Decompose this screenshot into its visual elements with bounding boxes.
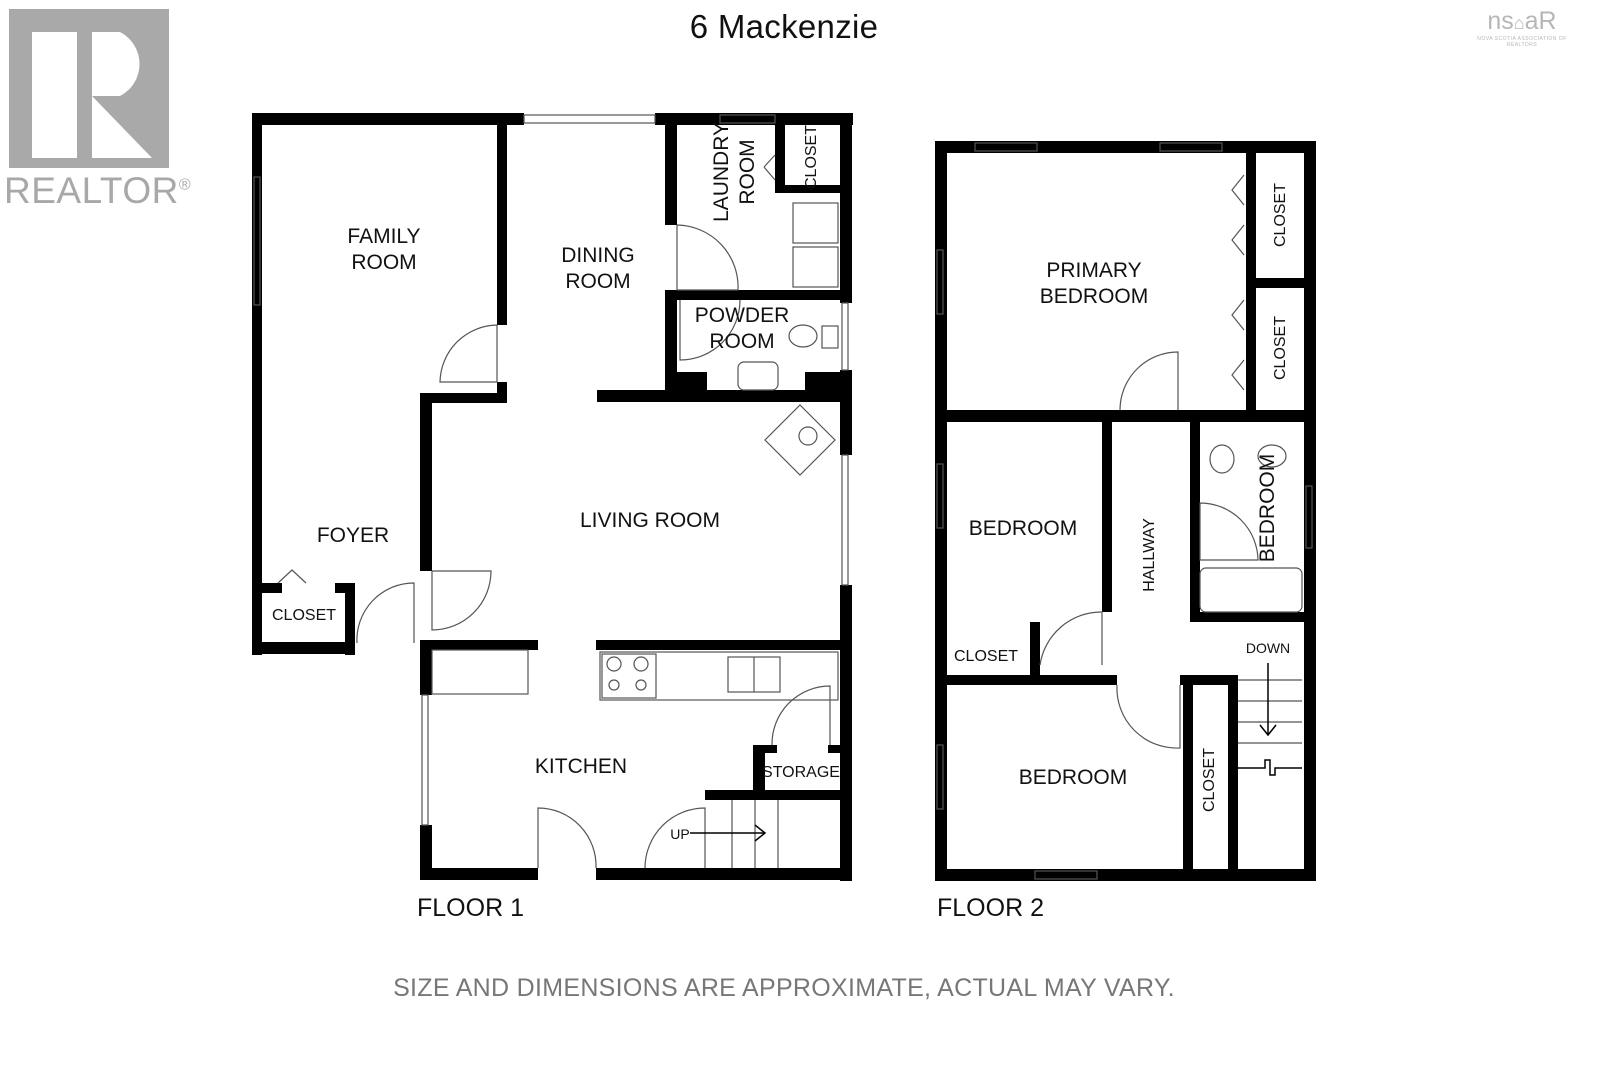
room-bedroom-3: BEDROOM xyxy=(1018,766,1128,789)
room-laundry-closet: CLOSET xyxy=(803,124,820,190)
room-family-room: FAMILY ROOM xyxy=(347,225,421,274)
room-foyer: FOYER xyxy=(316,524,390,547)
room-hallway: HALLWAY xyxy=(1141,518,1158,592)
room-bedroom-bath: BEDROOM xyxy=(1256,453,1279,563)
nsar-logo: ns⌂aR NOVA SCOTIA ASSOCIATION OF REALTOR… xyxy=(1476,8,1568,58)
room-living-room: LIVING ROOM xyxy=(579,509,721,532)
nsar-subtitle: NOVA SCOTIA ASSOCIATION OF REALTORS xyxy=(1477,36,1567,48)
realtor-logo xyxy=(6,8,182,213)
realtor-text: REALTOR xyxy=(4,170,179,211)
room-bedroom-2-closet: CLOSET xyxy=(953,648,1019,665)
registered-mark: ® xyxy=(178,176,192,194)
room-primary-closet-2: CLOSET xyxy=(1272,315,1289,381)
room-storage: STORAGE xyxy=(762,764,840,781)
room-dining-room: DINING ROOM xyxy=(561,244,635,293)
room-bedroom-2: BEDROOM xyxy=(968,517,1078,540)
floor-2-fixtures xyxy=(936,142,1313,880)
floor-1-fixtures xyxy=(253,114,849,869)
room-laundry-room: LAUNDRY ROOM xyxy=(710,122,759,222)
floor-1-walls xyxy=(252,113,853,881)
room-powder-room: POWDER ROOM xyxy=(694,304,790,353)
nsar-house-icon: ns⌂aR xyxy=(1487,7,1557,35)
floor-2-walls xyxy=(935,141,1316,881)
room-kitchen: KITCHEN xyxy=(534,755,628,778)
floor-2-label: FLOOR 2 xyxy=(937,894,1044,922)
floor-1-label: FLOOR 1 xyxy=(417,894,524,922)
realtor-r-icon xyxy=(9,9,169,177)
plan-title: 6 Mackenzie xyxy=(689,8,879,45)
realtor-wordmark: REALTOR® xyxy=(4,170,191,212)
stairs-up-label: UP xyxy=(670,826,690,842)
room-primary-bedroom: PRIMARY BEDROOM xyxy=(1039,259,1149,308)
disclaimer-text: SIZE AND DIMENSIONS ARE APPROXIMATE, ACT… xyxy=(393,974,1175,1002)
room-foyer-closet: CLOSET xyxy=(271,607,337,624)
stairs-down-label: DOWN xyxy=(1245,640,1291,656)
room-bedroom-3-closet: CLOSET xyxy=(1201,747,1218,813)
room-primary-closet-1: CLOSET xyxy=(1272,182,1289,248)
